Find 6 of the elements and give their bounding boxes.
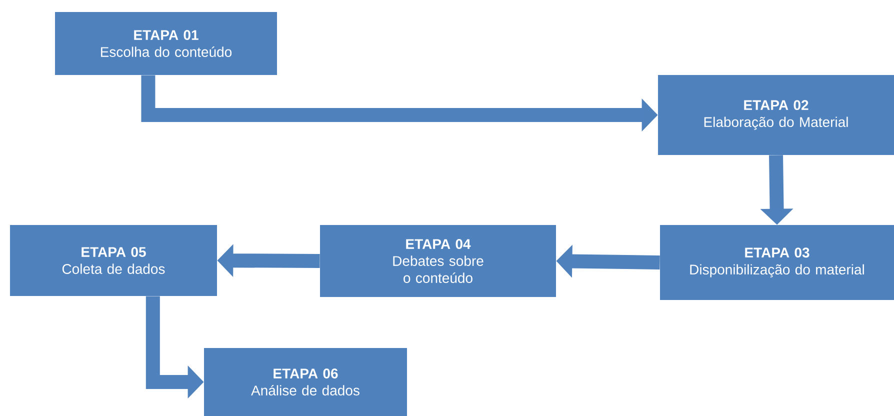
process-box: ETAPA 01 Escolha do conteúdo [55, 12, 277, 75]
process-box: ETAPA 05 Coleta de dados [10, 225, 217, 296]
process-box: ETAPA 06 Análise de dados [204, 348, 407, 416]
process-box: ETAPA 03 Disponibilização do material [660, 225, 894, 300]
process-box: ETAPA 04 Debates sobre o conteúdo [320, 225, 556, 297]
process-box: ETAPA 02 Elaboração do Material [658, 75, 894, 155]
